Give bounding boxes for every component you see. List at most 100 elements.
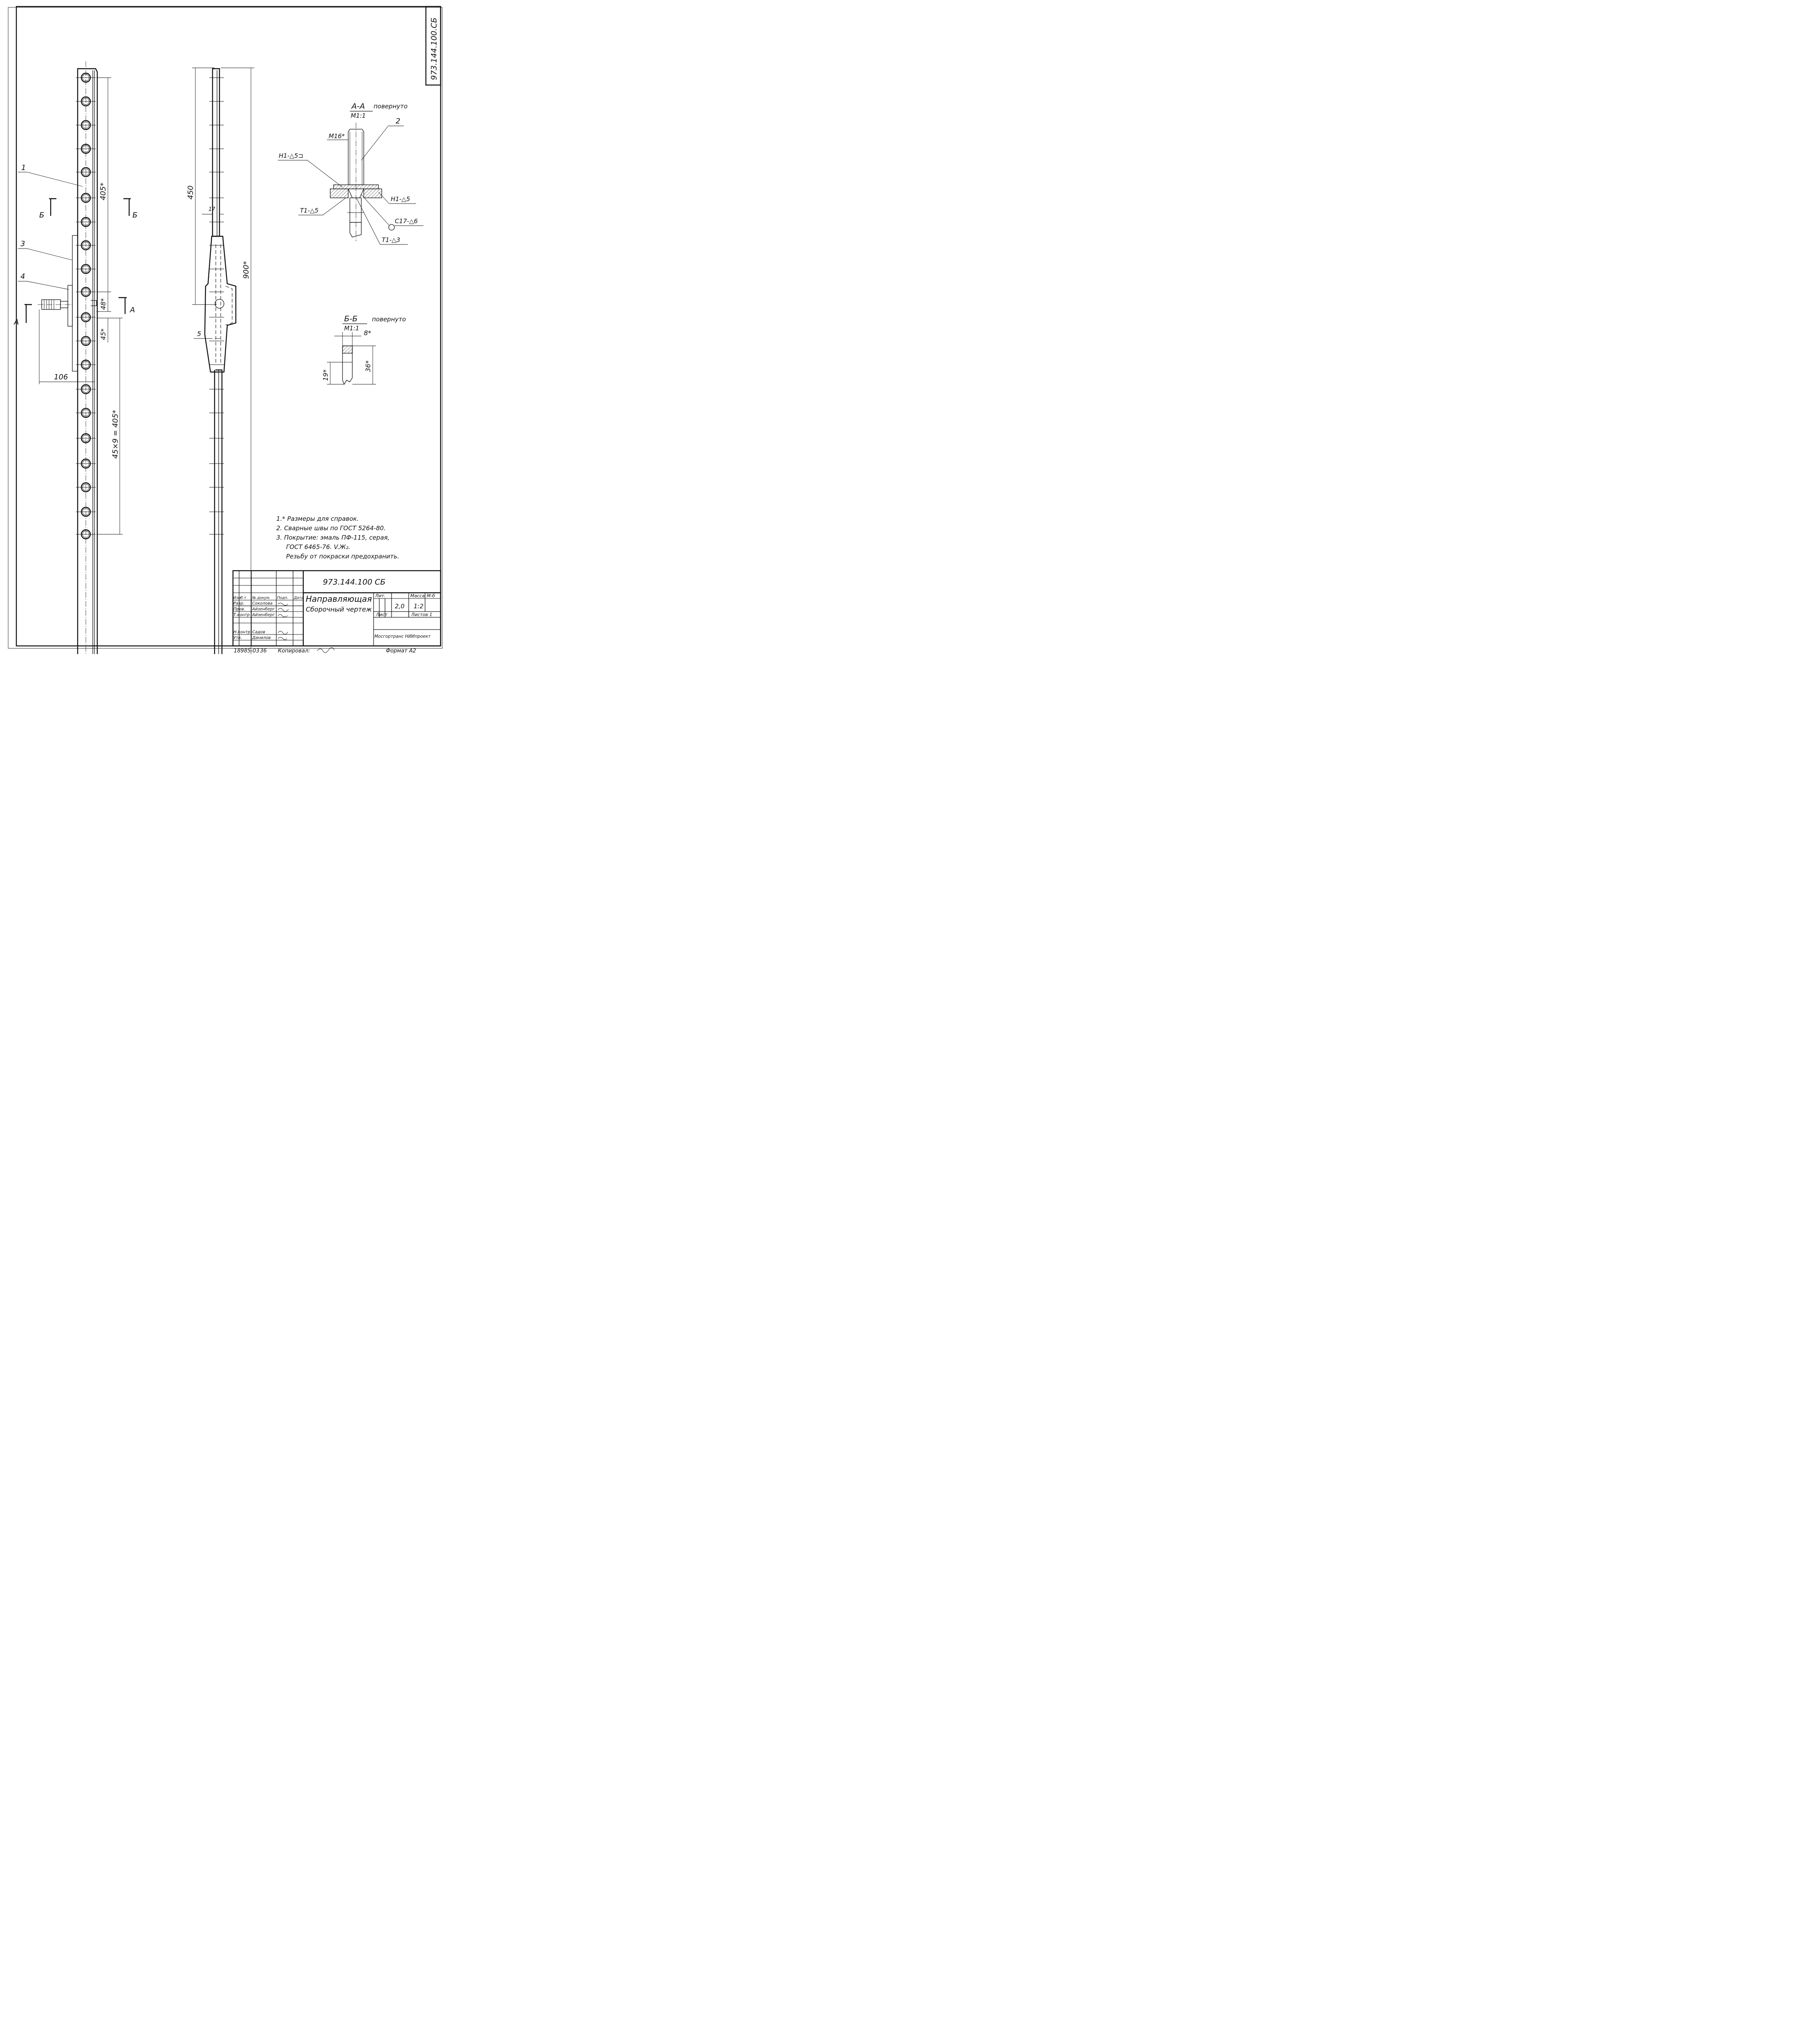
dim-19: 19* — [322, 362, 344, 385]
section-bb-title: Б-Б — [344, 314, 358, 323]
svg-text:Данилов: Данилов — [252, 636, 271, 640]
side-ticks — [209, 77, 224, 535]
svg-text:450: 450 — [186, 186, 195, 199]
footer-page: 36 — [260, 648, 267, 654]
svg-text:Садов: Садов — [252, 630, 265, 634]
svg-text:Т.контр: Т.контр — [233, 613, 250, 617]
svg-text:Листов 1: Листов 1 — [411, 612, 432, 617]
dim-48: 48* — [96, 292, 111, 312]
note-1: 1.* Размеры для справок. — [276, 515, 359, 522]
footer-number: 18985-03 — [234, 648, 260, 654]
dim-106: 106 — [39, 309, 95, 384]
svg-text:Н1-△5⊐: Н1-△5⊐ — [279, 152, 303, 159]
svg-text:45*: 45* — [99, 329, 107, 340]
section-aa-scale: М1:1 — [351, 112, 366, 119]
tb-scale: 1:2 — [414, 603, 423, 610]
drawing-frame — [16, 6, 441, 647]
svg-text:№ докум.: № докум. — [252, 596, 270, 600]
side-body — [204, 235, 237, 373]
bracket-part-4 — [67, 285, 73, 327]
callout-4: 4 — [20, 272, 25, 281]
svg-text:Б: Б — [132, 211, 137, 220]
svg-text:М-б: М-б — [427, 593, 435, 598]
section-mark-b-left: Б — [39, 198, 56, 220]
side-view: 450 17 900* 5 — [186, 67, 254, 654]
svg-text:900*: 900* — [242, 261, 251, 279]
svg-text:Н1-△5: Н1-△5 — [391, 195, 410, 203]
svg-text:Т1-△3: Т1-△3 — [382, 236, 400, 244]
svg-text:Подп.: Подп. — [277, 596, 288, 600]
dim-405-top: 405* — [96, 77, 111, 292]
note-5: Резьбу от покраски предохранить. — [286, 553, 399, 560]
dim-8: 8* — [334, 329, 371, 346]
svg-text:36*: 36* — [364, 361, 372, 372]
dim-900: 900* — [221, 67, 254, 654]
section-mark-a-left: А — [13, 304, 32, 327]
svg-text:106: 106 — [54, 373, 68, 381]
svg-text:Айзенберг: Айзенберг — [252, 612, 275, 617]
svg-text:Пров.: Пров. — [233, 607, 245, 612]
svg-text:Б: Б — [39, 211, 44, 220]
section-bb-scale: М1:1 — [344, 325, 359, 332]
rotated-code-text: 973.144.100.СБ — [430, 18, 439, 80]
svg-text:С17-△6: С17-△6 — [395, 217, 418, 225]
svg-text:Масса: Масса — [410, 593, 425, 598]
svg-text:А: А — [130, 306, 135, 314]
section-mark-b-right: Б — [123, 198, 137, 220]
svg-text:8*: 8* — [364, 329, 371, 337]
guide-bar — [77, 68, 98, 654]
svg-text:Дата: Дата — [293, 596, 303, 600]
svg-text:5: 5 — [197, 330, 201, 338]
section-mark-a-right: А — [119, 297, 135, 314]
dim-45: 45* — [96, 318, 123, 343]
svg-text:А: А — [13, 318, 19, 327]
title-block: 973.144.100 СБ Направляющая Сборочный че… — [232, 570, 441, 647]
note-4: ГОСТ 6465-76. V.Ж₂. — [286, 543, 350, 551]
svg-text:Л-т: Л-т — [240, 596, 246, 600]
svg-text:405*: 405* — [99, 183, 107, 200]
dim-5: 5 — [194, 330, 221, 339]
rotated-code-stamp: 973.144.100.СБ — [425, 6, 441, 86]
dim-lower-405: 45×9 = 405* — [96, 318, 123, 535]
section-bb: Б-Б повернуто М1:1 8* 36* 19* — [322, 314, 406, 385]
dim-36: 36* — [352, 345, 376, 385]
svg-text:Соколова: Соколова — [252, 601, 273, 606]
section-aa-suffix: повернуто — [374, 103, 407, 110]
svg-text:Айзенберг: Айзенберг — [252, 607, 275, 612]
plate-part-3 — [72, 235, 78, 372]
callout-1: 1 — [21, 164, 26, 172]
footer-format: Формат А2 — [386, 648, 416, 654]
svg-text:Лист: Лист — [376, 612, 387, 617]
footer: 18985-03 36 Копировал: Формат А2 — [234, 647, 416, 654]
technical-notes: 1.* Размеры для справок. 2. Сварные швы … — [276, 515, 399, 560]
section-bb-suffix: повернуто — [372, 316, 406, 323]
tb-mass: 2,0 — [395, 603, 405, 610]
section-aa: А-А повернуто М1:1 2 М16* Н1-△5⊐ Н1-△5 Т… — [278, 102, 423, 245]
svg-text:Утв.: Утв. — [233, 636, 242, 640]
svg-text:45×9 = 405*: 45×9 = 405* — [111, 410, 120, 459]
tb-name-1: Направляющая — [306, 594, 372, 604]
note-3: 3. Покрытие: эмаль ПФ-115, серая, — [276, 534, 390, 541]
stud-pin — [38, 299, 74, 310]
copied-signature — [317, 647, 335, 653]
svg-text:Лит.: Лит. — [375, 593, 385, 598]
side-pin-circle — [215, 299, 224, 309]
dim-17: 17 — [202, 206, 224, 215]
section-aa-title: А-А — [351, 102, 365, 111]
tb-name-2: Сборочный чертеж — [306, 605, 372, 613]
tb-org: Мосгортранс НИИпроект — [374, 634, 431, 639]
svg-text:Н.контр.: Н.контр. — [233, 630, 252, 634]
outer-frame — [8, 7, 443, 649]
section-aa-callout-2: 2 — [396, 117, 400, 126]
svg-text:Изм.: Изм. — [233, 596, 242, 600]
svg-text:17: 17 — [208, 206, 215, 213]
svg-text:Разр.: Разр. — [233, 601, 244, 606]
svg-text:Т1-△5: Т1-△5 — [300, 207, 318, 214]
bar-holes — [76, 72, 96, 540]
dim-450: 450 — [186, 67, 217, 305]
note-2: 2. Сварные швы по ГОСТ 5264-80. — [276, 524, 386, 532]
svg-text:19*: 19* — [322, 370, 329, 381]
callout-3: 3 — [20, 240, 25, 248]
drawing-sheet: 973.144.100.СБ 1 3 4 — [8, 6, 443, 654]
svg-text:М16*: М16* — [329, 132, 345, 140]
